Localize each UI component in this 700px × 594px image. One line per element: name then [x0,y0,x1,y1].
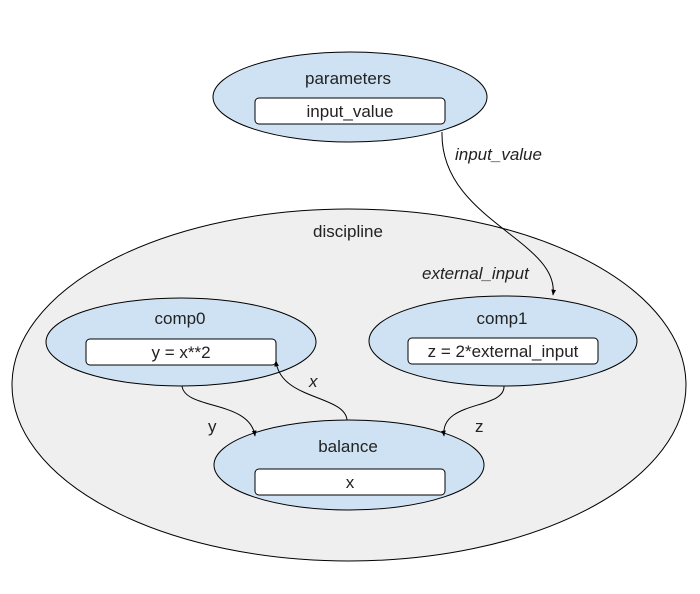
parameters-title: parameters [305,69,391,88]
balance-title: balance [318,437,378,456]
comp1-content: z = 2*external_input [428,342,579,361]
edge-parameters-to-comp1[interactable] [441,131,557,296]
parameters-node[interactable]: parameters input_value [212,51,488,143]
balance-node[interactable]: balance x [213,419,485,511]
edge-comp1-to-balance[interactable] [441,385,505,437]
parameters-content-box [254,97,446,125]
balance-content: x [346,473,355,492]
edge-label-z: z [475,417,484,436]
edge-comp0-to-balance[interactable] [181,385,257,437]
edge-label-input-value: input_value [455,145,542,164]
comp1-content-box [407,337,599,365]
comp0-content: y = x**2 [151,343,210,362]
edge-label-external-input: external_input [422,264,530,283]
comp0-node[interactable]: comp0 y = x**2 [45,297,317,387]
edge-label-y: y [208,417,217,436]
comp1-node[interactable]: comp1 z = 2*external_input [368,295,638,387]
parameters-ellipse [212,51,488,143]
comp1-title: comp1 [476,309,527,328]
comp0-title: comp0 [154,309,205,328]
balance-content-box [254,468,446,496]
parameters-content: input_value [307,102,394,121]
edge-balance-to-comp0[interactable] [274,360,348,421]
discipline-title: discipline [313,222,383,241]
edge-label-x: x [308,372,318,391]
comp0-content-box [85,338,277,366]
